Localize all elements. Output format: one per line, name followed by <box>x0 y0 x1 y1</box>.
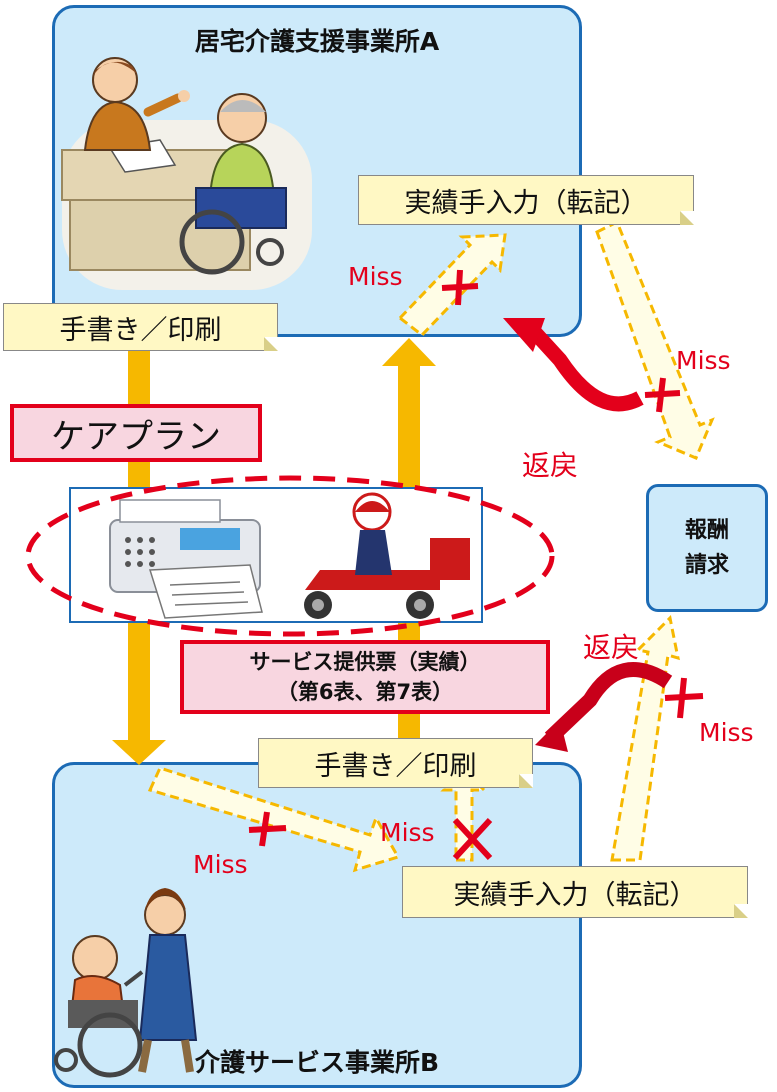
note-b-handwrite-label: 手書き／印刷 <box>314 750 477 782</box>
flow-arrow-up-upper-head <box>382 338 436 366</box>
note-a-handwrite-label: 手書き／印刷 <box>59 314 222 346</box>
return-arrows <box>522 319 673 744</box>
wheelchair-illustration <box>54 888 198 1078</box>
service-slip-line2: （第6表、第7表） <box>276 680 454 704</box>
service-slip-line1: サービス提供票（実績） <box>249 649 481 674</box>
office-a-title: 居宅介護支援事業所A <box>194 27 440 56</box>
transmission-illustration <box>69 487 483 623</box>
note-a-manual: 実績手入力（転記） <box>358 175 694 225</box>
claim-box: 報酬 請求 <box>646 484 768 612</box>
flow-arrow-down-lower-head <box>112 740 166 765</box>
dashed-arrows <box>147 219 715 873</box>
return-arrow-a-head <box>503 318 545 352</box>
claim-line2: 請求 <box>684 553 729 578</box>
miss-label-to-claim-lower: Miss <box>699 718 754 747</box>
henrei-label-b: 返戻 <box>583 631 640 664</box>
return-arrow-a <box>522 319 644 412</box>
dashed-arrow-b-manual <box>147 766 401 873</box>
miss-label-to-claim-upper: Miss <box>676 346 731 375</box>
return-arrow-b <box>544 662 673 744</box>
miss-label-b-handwrite: Miss <box>380 818 435 847</box>
miss-label-a-manual: Miss <box>348 262 403 291</box>
office-b-title: 介護サービス事業所B <box>194 1048 440 1077</box>
dashed-arrow-to-claim-upper <box>595 219 715 460</box>
service-slip-label: サービス提供票（実績） （第6表、第7表） <box>180 640 550 714</box>
care-plan-label: ケアプラン <box>10 404 262 462</box>
reception-illustration <box>61 57 312 290</box>
miss-crosses <box>248 269 704 861</box>
note-a-handwrite: 手書き／印刷 <box>3 303 278 351</box>
transmission-ellipse <box>25 475 555 637</box>
claim-line1: 報酬 <box>684 517 729 543</box>
flow-arrow-down-lower-shaft <box>128 622 150 742</box>
office-b-box: 介護サービス事業所B <box>52 762 582 1088</box>
henrei-label-a: 返戻 <box>522 449 579 482</box>
flow-arrow-up-upper-shaft <box>398 365 420 487</box>
note-b-manual-label: 実績手入力（転記） <box>453 879 697 911</box>
note-a-manual-label: 実績手入力（転記） <box>404 187 648 219</box>
note-b-handwrite: 手書き／印刷 <box>258 738 533 788</box>
care-plan-text: ケアプラン <box>51 416 221 457</box>
note-b-manual: 実績手入力（転記） <box>402 866 748 918</box>
return-arrow-b-head <box>535 720 568 752</box>
miss-label-b-manual: Miss <box>193 850 248 879</box>
